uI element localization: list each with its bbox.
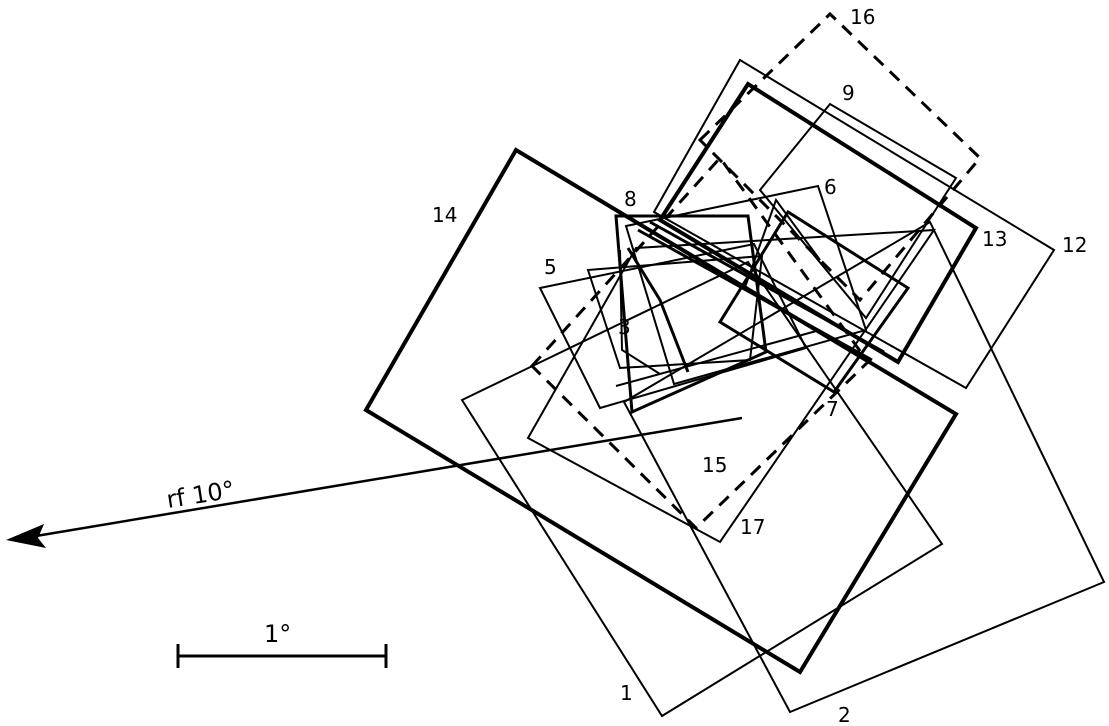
- interior-stroke: [619, 249, 661, 375]
- field-label-15: 15: [702, 453, 727, 477]
- field-label-13: 13: [982, 227, 1007, 251]
- scale-bar: [176, 644, 388, 668]
- field-label-1: 1: [620, 681, 633, 705]
- interior-stroke: [649, 220, 885, 354]
- interior-stroke: [626, 247, 690, 373]
- field-label-3: 3: [618, 315, 631, 339]
- field-12-outline: [652, 58, 1056, 390]
- interior-stroke: [743, 197, 821, 291]
- field-label-14: 14: [432, 203, 457, 227]
- field-7-outline: [717, 209, 911, 395]
- field-label-16: 16: [850, 5, 875, 29]
- field-label-2: 2: [838, 703, 851, 726]
- field-9-outline: [758, 102, 958, 320]
- field-3-outline: [586, 254, 764, 370]
- interior-stroke: [615, 329, 821, 387]
- rf-arrow-shaft: [35, 416, 743, 538]
- field-17-outline: [526, 228, 936, 544]
- field-label-12: 12: [1062, 233, 1087, 257]
- field-14-outline: [363, 147, 959, 675]
- field-label-17: 17: [740, 515, 765, 539]
- field-label-9: 9: [842, 81, 855, 105]
- field-label-7: 7: [826, 397, 839, 421]
- field-2-outline: [622, 220, 1106, 714]
- scale-bar-label: 1°: [264, 620, 291, 648]
- field-label-6: 6: [824, 175, 837, 199]
- field-label-5: 5: [544, 255, 557, 279]
- interior-stroke: [637, 228, 873, 362]
- field-label-8: 8: [624, 187, 637, 211]
- field-1-outline: [460, 260, 944, 718]
- field-5-outline: [538, 242, 808, 410]
- field-6-outline: [624, 184, 868, 386]
- rf-arrow-label: rf 10°: [165, 476, 237, 514]
- rf-arrow-head: [6, 524, 46, 548]
